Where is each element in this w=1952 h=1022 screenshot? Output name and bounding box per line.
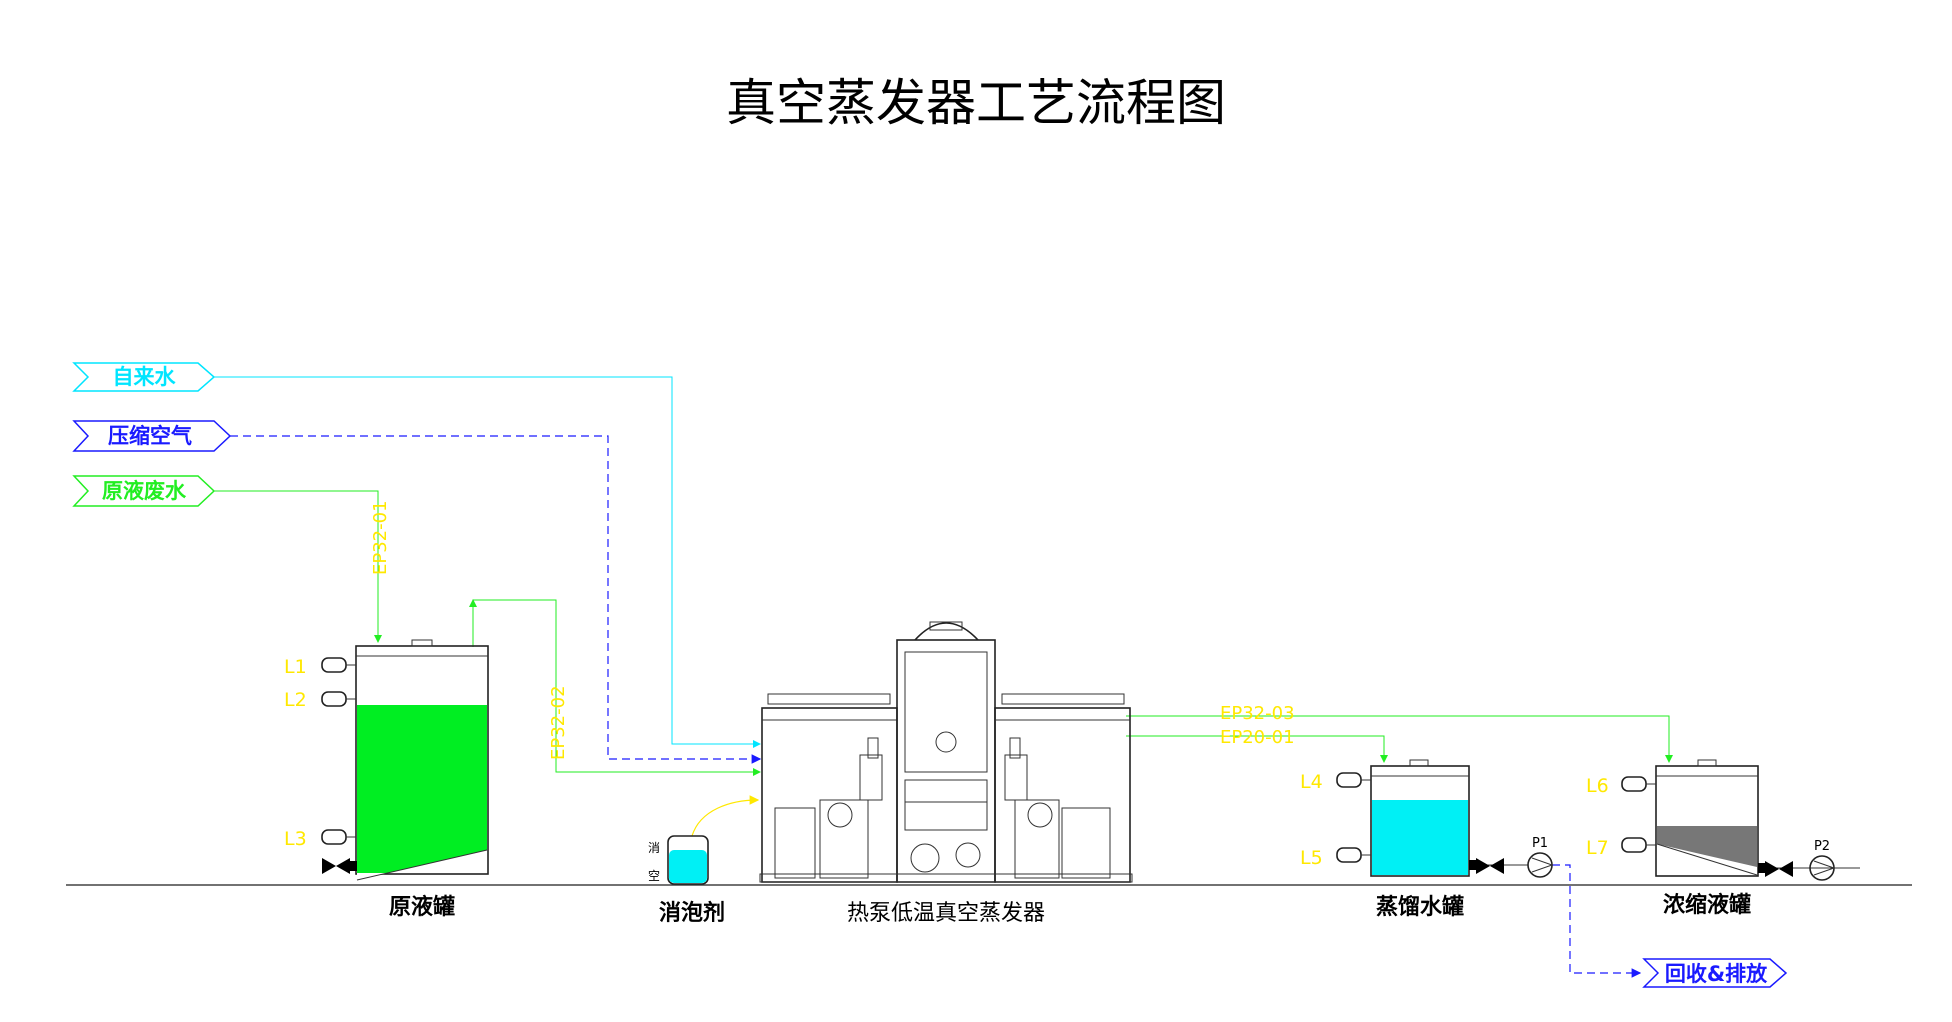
- level-switch-icon: [1336, 772, 1362, 788]
- source-compressed-air: 压缩空气: [72, 420, 232, 452]
- defoamer-label: 消泡剂: [659, 900, 725, 926]
- outlet-recycle-discharge: 回收&排放: [1642, 958, 1788, 988]
- pipe-feed-to-evaporator: [472, 599, 761, 776]
- source-tap-water-label: 自来水: [113, 365, 177, 389]
- level-gauge-l3: L3: [284, 828, 356, 850]
- raw-tank-label: 原液罐: [389, 894, 455, 920]
- evaporator-label: 热泵低温真空蒸发器: [847, 901, 1045, 926]
- pipe-code-ep32-02: EP32-02: [548, 685, 569, 760]
- level-gauge-l4: L4: [1300, 771, 1371, 793]
- level-switch-icon: [321, 657, 347, 673]
- svg-text:L3: L3: [284, 828, 307, 850]
- svg-text:L5: L5: [1300, 847, 1323, 869]
- pipe-to-distilled-tank: [1126, 735, 1388, 763]
- defoamer-container: 消 空: [648, 835, 709, 885]
- pipe-tap-water: [214, 376, 761, 748]
- pump-p2: P2: [1809, 839, 1836, 881]
- raw-tank-fluid: [357, 705, 487, 880]
- distilled-tank-label: 蒸馏水罐: [1376, 894, 1464, 920]
- source-raw-wastewater: 原液废水: [72, 475, 216, 507]
- level-gauge-l5: L5: [1300, 847, 1371, 869]
- source-compressed-air-label: 压缩空气: [108, 424, 192, 448]
- concentrate-tank-label: 浓缩液罐: [1663, 892, 1751, 918]
- svg-text:L6: L6: [1586, 775, 1609, 797]
- outlet-label: 回收&排放: [1665, 962, 1768, 986]
- level-switch-icon: [1621, 776, 1647, 792]
- svg-text:L1: L1: [284, 656, 307, 678]
- pipe-code-ep32-01: EP32-01: [370, 500, 391, 575]
- level-switch-icon: [321, 691, 347, 707]
- source-raw-wastewater-label: 原液废水: [102, 479, 187, 503]
- concentrate-tank: [1655, 759, 1759, 877]
- heat-pump-evaporator: [759, 621, 1133, 883]
- level-gauge-l2: L2: [284, 689, 356, 711]
- pipe-outlet: [1552, 864, 1642, 978]
- pipe-defoamer: [691, 795, 760, 837]
- svg-text:L2: L2: [284, 689, 307, 711]
- source-tap-water: 自来水: [72, 362, 216, 392]
- pump-p2-label: P2: [1814, 839, 1830, 854]
- pipe-compressed-air: [230, 435, 762, 764]
- defoamer-tag-1: 消: [648, 841, 660, 855]
- level-gauge-l1: L1: [284, 656, 356, 678]
- distilled-water-tank: [1370, 759, 1470, 877]
- concentrate-tank-fluid: [1657, 826, 1757, 867]
- pump-icon: [1527, 852, 1553, 878]
- diagram-title: 真空蒸发器工艺流程图: [726, 74, 1226, 132]
- pipe-code-ep20-01: EP20-01: [1220, 727, 1295, 748]
- level-gauge-l6: L6: [1586, 775, 1656, 797]
- pump-p1: P1: [1527, 836, 1554, 878]
- raw-liquid-tank: [355, 639, 489, 881]
- valve-icon: [322, 858, 357, 874]
- pipe-code-ep32-03: EP32-03: [1220, 703, 1295, 724]
- defoamer-fluid: [669, 850, 707, 883]
- level-switch-icon: [1621, 837, 1647, 853]
- svg-text:L4: L4: [1300, 771, 1323, 793]
- distilled-tank-fluid: [1372, 800, 1468, 875]
- svg-text:L7: L7: [1586, 837, 1609, 859]
- level-switch-icon: [321, 829, 347, 845]
- pipe-raw-wastewater: [214, 490, 382, 643]
- valve-icon: [1469, 858, 1504, 874]
- valve-icon: [1758, 861, 1793, 877]
- pump-p1-label: P1: [1532, 836, 1548, 851]
- level-switch-icon: [1336, 847, 1362, 863]
- level-gauge-l7: L7: [1586, 837, 1656, 859]
- pipe-to-concentrate-tank: [1126, 715, 1673, 763]
- defoamer-tag-2: 空: [648, 869, 660, 883]
